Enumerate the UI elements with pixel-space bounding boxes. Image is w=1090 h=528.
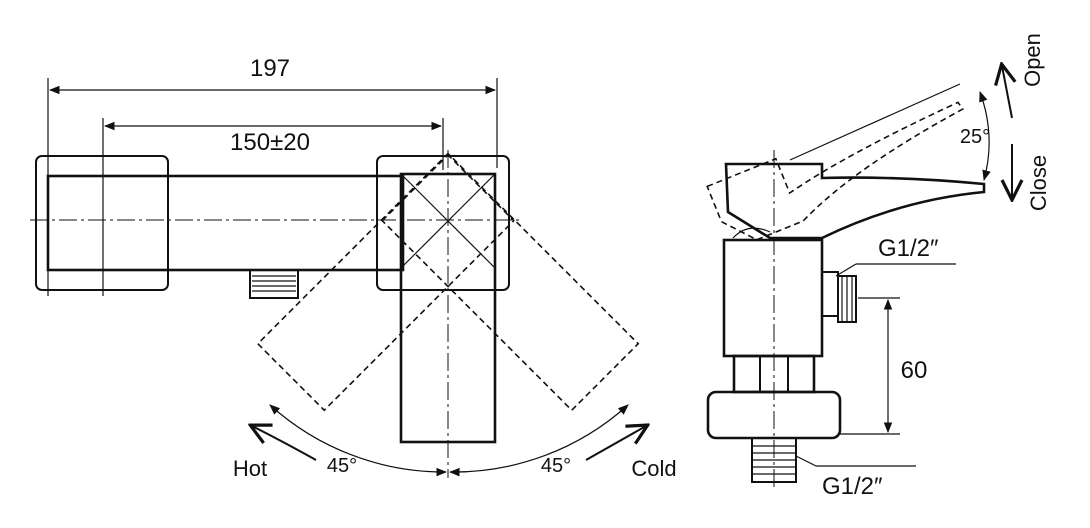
hot-direction-arrow: [252, 426, 317, 461]
hot-angle-arc: [269, 404, 448, 477]
center-distance-dimension: 150±20: [102, 118, 444, 296]
cold-angle-label: 45°: [541, 455, 571, 477]
overall-width-label: 197: [250, 55, 290, 82]
bottom-outlet-nipple: [249, 269, 299, 299]
hot-label: Hot: [233, 456, 267, 481]
outlet-thread-label: G1/2″: [878, 235, 939, 262]
lever-side: [724, 162, 986, 240]
cold-label: Cold: [631, 456, 676, 481]
lever-open-position: [706, 101, 965, 241]
handle-hot-position: [256, 153, 515, 412]
height-dimension: 60: [840, 297, 928, 435]
height-label: 60: [901, 357, 928, 384]
close-label: Close: [1026, 155, 1051, 211]
tilt-angle-label: 25°: [960, 126, 990, 148]
open-arrow: [1002, 66, 1012, 119]
left-mounting-flange: [35, 155, 169, 291]
tilt-angle-arc: [979, 90, 991, 182]
inlet-thread-label: G1/2″: [822, 473, 883, 500]
cold-angle-arc: [448, 404, 629, 477]
side-outlet-nipple: [821, 271, 857, 323]
cold-direction-arrow: [585, 426, 646, 461]
side-view: 60 G1/2″ G1/2″ 25° Open Close: [706, 33, 1051, 500]
valve-body: [722, 238, 824, 358]
front-view: 197 150±20: [30, 55, 677, 481]
mixer-body: [46, 174, 405, 272]
open-label: Open: [1020, 33, 1045, 87]
handle-cold-position: [381, 153, 640, 412]
hot-angle-label: 45°: [327, 455, 357, 477]
right-mounting-flange: [376, 155, 510, 291]
center-distance-label: 150±20: [230, 129, 310, 156]
